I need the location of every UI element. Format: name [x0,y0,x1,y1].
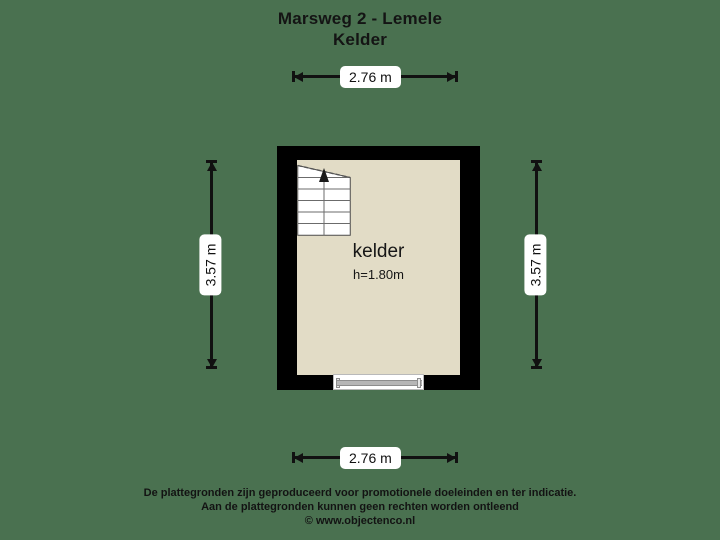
footer-line-2: Aan de plattegronden kunnen geen rechten… [201,501,519,513]
window-stop-right [417,378,421,388]
dimension-left-label: 3.57 m [199,234,222,296]
title-floor: Kelder [332,30,388,49]
dimension-left-arrow-down-icon [206,359,217,368]
dimension-top-arrow-left-icon [294,71,303,82]
dimension-bottom-arrow-left-icon [294,452,303,463]
footer-copyright: © www.objectenco.nl [304,515,416,527]
dimension-left-arrow-up-icon [206,162,217,171]
dimension-left-cap-top [206,160,217,163]
footer-disclaimer: De plattegronden zijn geproduceerd voor … [0,486,720,528]
dimension-top-arrow-right-icon [447,71,456,82]
floorplan-drawing: kelder h=1.80m [277,146,480,390]
dimension-bottom-arrow-right-icon [447,452,456,463]
room-name: kelder [352,241,405,262]
page-title: Marsweg 2 - Lemele Kelder [0,8,720,50]
dimension-bottom-cap-left [292,452,295,463]
dimension-bottom-cap-right [455,452,458,463]
staircase-up-icon [297,160,351,236]
footer-line-1: De plattegronden zijn geproduceerd voor … [143,487,577,499]
dimension-top-cap-left [292,71,295,82]
dimension-right-arrow-down-icon [531,359,542,368]
title-address: Marsweg 2 - Lemele [277,9,443,28]
dimension-top-cap-right [455,71,458,82]
dimension-right-arrow-up-icon [531,162,542,171]
room-label: kelder h=1.80m [297,240,460,284]
basement-window-icon [333,374,424,390]
room-height-label: h=1.80m [353,267,404,282]
dimension-top-label: 2.76 m [340,66,401,88]
dimension-right-label: 3.57 m [524,234,547,296]
dimension-right-cap-top [531,160,542,163]
window-glazing-bar [337,380,422,386]
dimension-bottom-label: 2.76 m [340,447,401,469]
